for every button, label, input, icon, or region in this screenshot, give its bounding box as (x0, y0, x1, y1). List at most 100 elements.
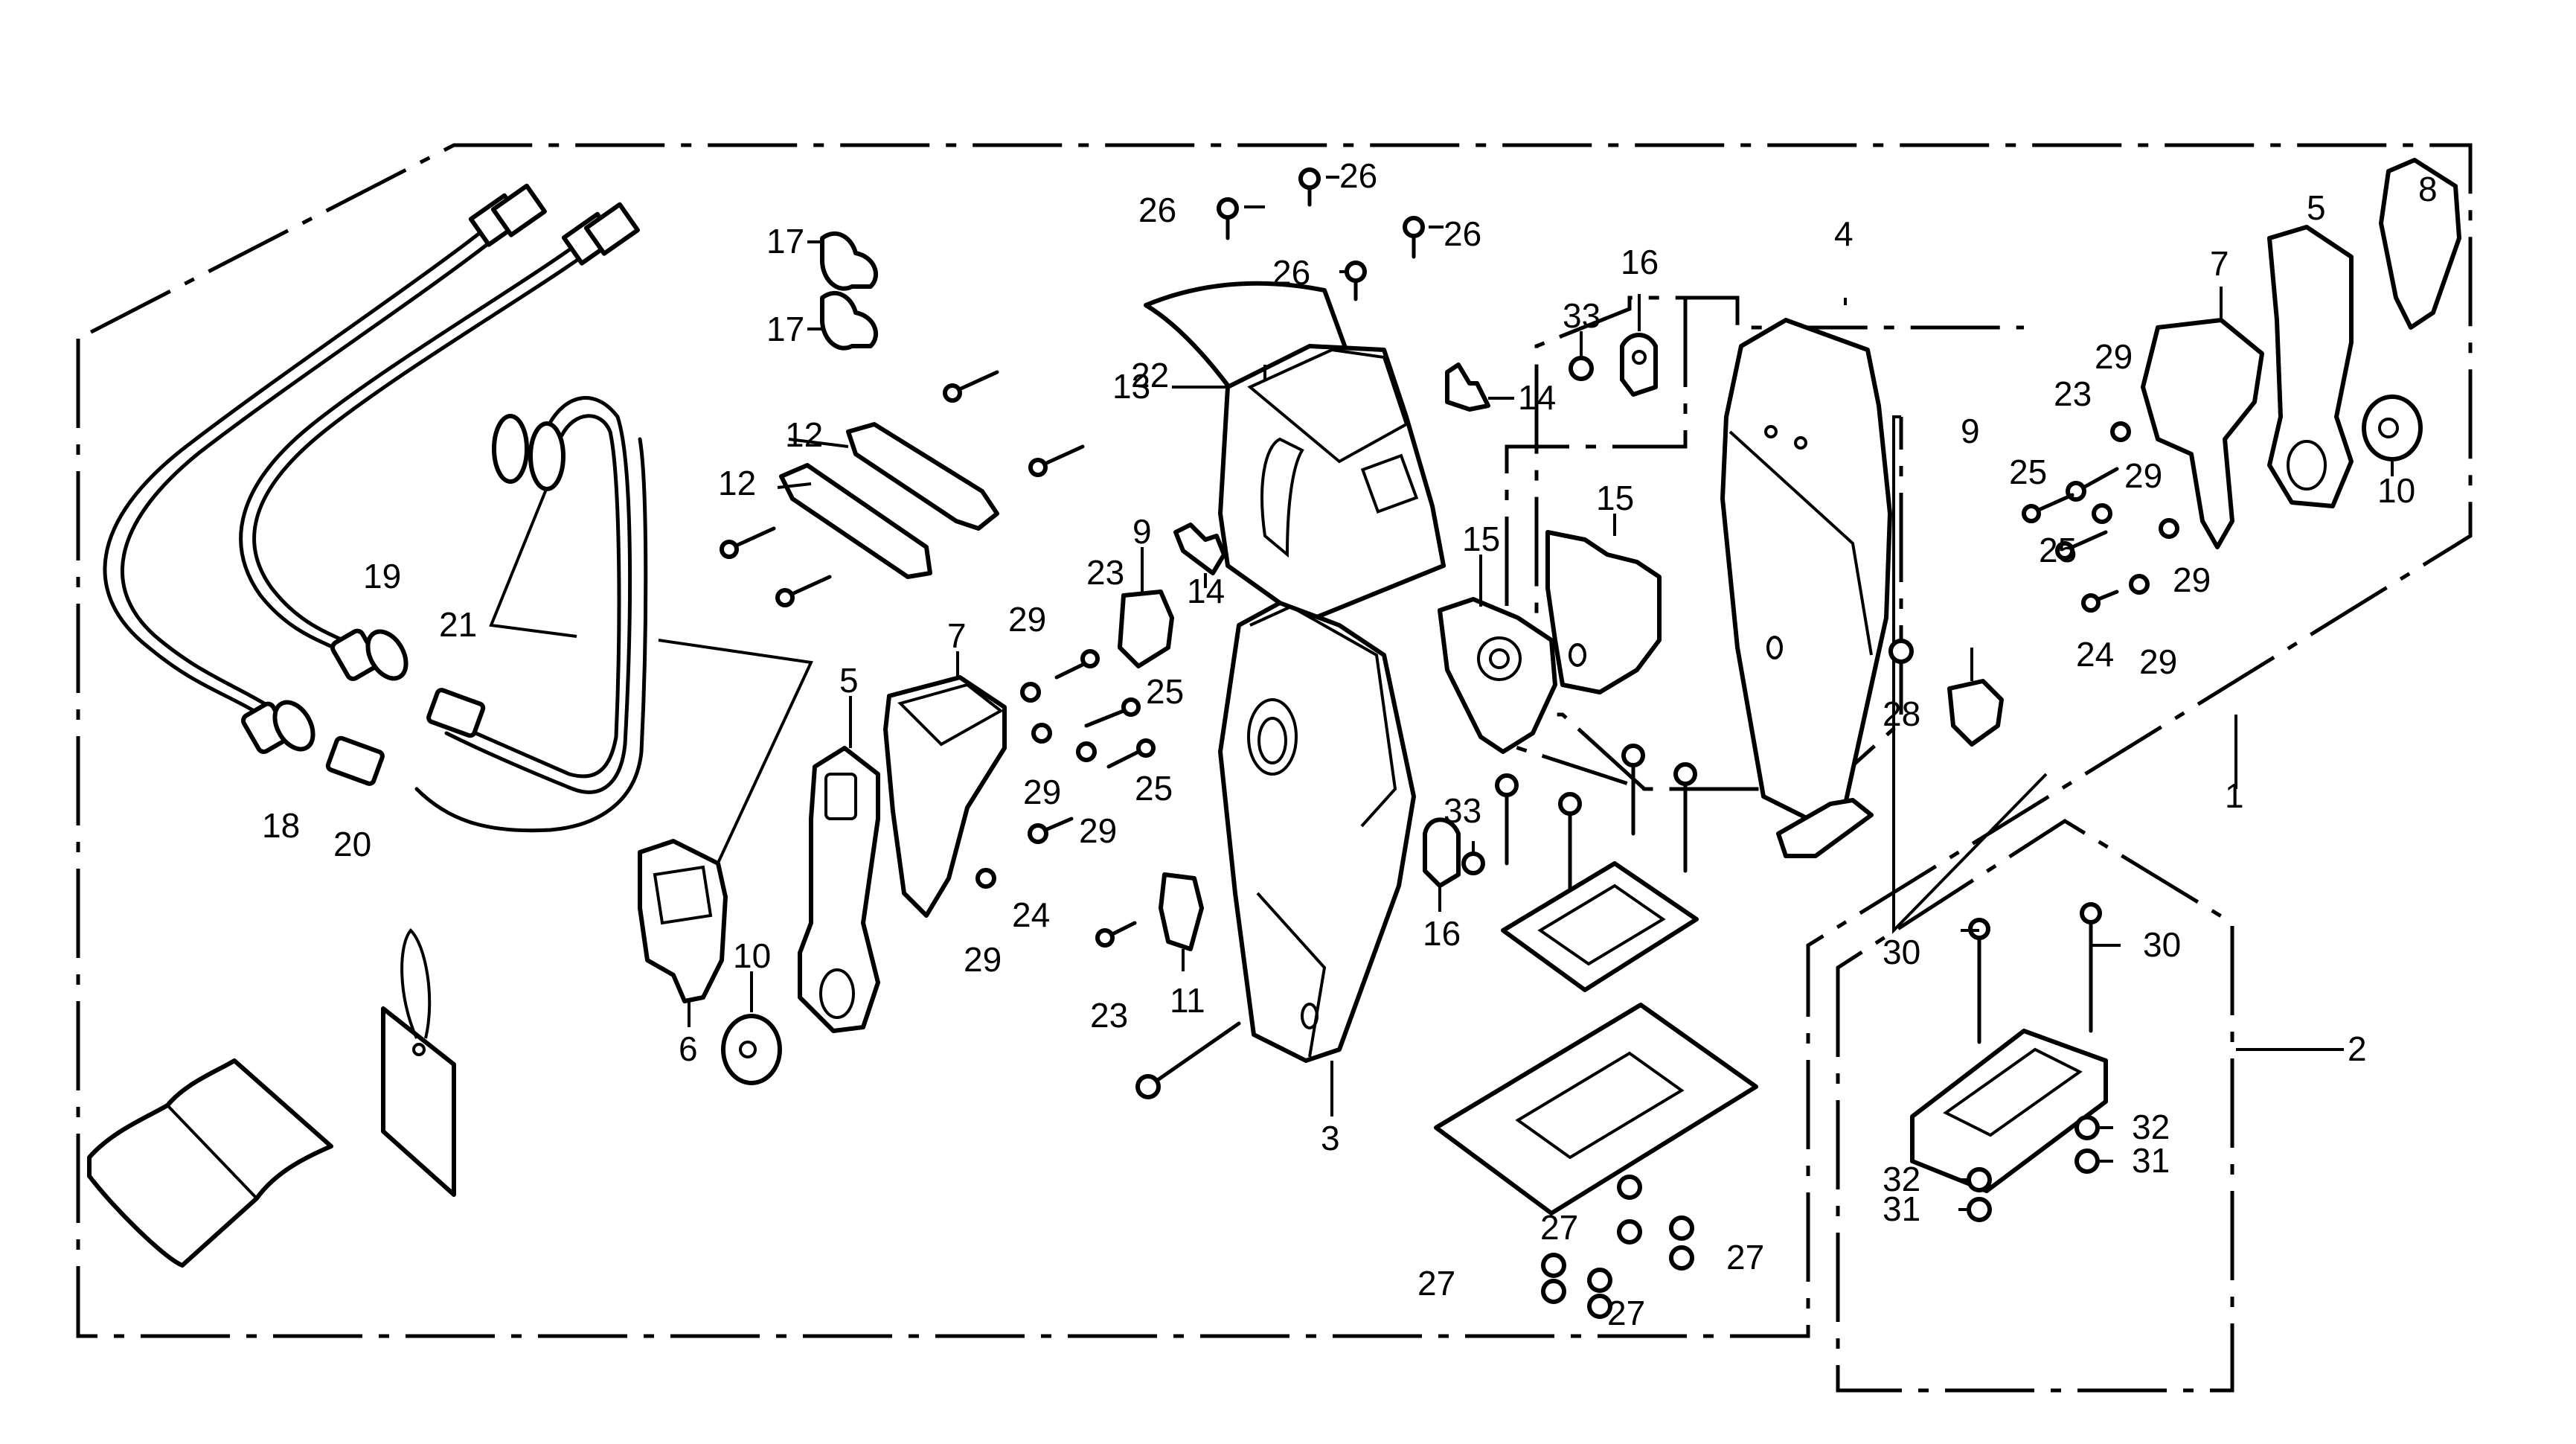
label-25c: 25 (2009, 453, 2047, 491)
label-26a: 26 (1138, 191, 1176, 229)
label-12a: 12 (785, 415, 823, 454)
owners-manual-book (87, 1058, 333, 1268)
label-23a: 23 (1086, 553, 1124, 592)
cable-bracket-plate (1776, 798, 1874, 858)
control-box-case-4 (1720, 318, 1892, 821)
cable-clamp-17a (820, 231, 879, 291)
label-7b: 7 (2210, 244, 2229, 283)
label-5b: 5 (2307, 188, 2326, 227)
hang-tag (381, 928, 456, 1197)
label-4: 4 (1834, 214, 1853, 253)
label-29f: 29 (2124, 456, 2162, 495)
right-fasteners (2022, 421, 2179, 613)
label-29e: 29 (2095, 337, 2133, 376)
label-17a: 17 (766, 222, 804, 261)
label-2: 2 (2348, 1029, 2367, 1068)
label-27d: 27 (1607, 1294, 1645, 1332)
leader-lines (688, 176, 2394, 1211)
gasket-15b (1438, 597, 1557, 754)
label-27a: 27 (1540, 1208, 1578, 1247)
label-26c: 26 (1444, 214, 1481, 253)
cable-end-16a (1620, 333, 1658, 397)
label-8: 8 (2418, 170, 2438, 208)
lever-arm-5b (2267, 225, 2354, 508)
label-20: 20 (333, 825, 371, 863)
label-14a: 14 (1518, 378, 1556, 417)
washer-33a (1569, 356, 1594, 381)
spacer-block (1910, 1029, 2108, 1193)
base-gasket (1434, 1003, 1758, 1215)
grommet-9a (1118, 590, 1174, 668)
connector-18 (241, 700, 315, 754)
label-13: 13 (1112, 367, 1150, 406)
label-6: 6 (679, 1029, 698, 1068)
clip-11 (1159, 872, 1204, 951)
cable-bracket-12a (846, 422, 999, 531)
cable-end-16b (1423, 817, 1461, 888)
bushing-10b (2362, 394, 2423, 461)
spacer-kit-boundary (1836, 819, 2234, 1393)
label-22: 22 (1131, 356, 1169, 394)
label-28: 28 (1883, 694, 1920, 733)
label-11: 11 (1170, 981, 1205, 1020)
label-25a: 25 (1146, 672, 1184, 711)
label-23b: 23 (1090, 996, 1128, 1035)
label-14b: 14 (1187, 572, 1225, 610)
label-1: 1 (2225, 776, 2244, 815)
gasket-15a (1545, 530, 1662, 694)
right-case-boundary (1505, 298, 1903, 791)
label-32b: 32 (1883, 1160, 1920, 1198)
label-5a: 5 (839, 661, 859, 700)
label-18: 18 (262, 806, 300, 845)
label-16a: 16 (1621, 243, 1659, 281)
grommet-9b (1947, 679, 2004, 747)
cable-clamp-17b (820, 291, 879, 351)
label-30b: 30 (2143, 925, 2181, 964)
label-26d: 26 (1272, 253, 1310, 292)
lever-cover-7b (2141, 318, 2264, 549)
connector-19 (330, 628, 408, 681)
bolts-30 (1968, 902, 2102, 1044)
label-21: 21 (439, 605, 477, 644)
screws-26 (1217, 167, 1425, 301)
cable-bracket-12b (779, 463, 932, 579)
label-26b: 26 (1339, 156, 1377, 195)
label-16b: 16 (1423, 914, 1461, 953)
washer-33b (1461, 852, 1485, 875)
label-19: 19 (363, 557, 401, 595)
case-group-boundary (1534, 295, 2024, 790)
label-32a: 32 (2132, 1108, 2170, 1146)
label-29h: 29 (2139, 642, 2177, 681)
control-box-case-3 (1218, 601, 1416, 1063)
lever-grip-8 (2379, 158, 2461, 330)
label-25b: 25 (1135, 769, 1173, 808)
top-cover-13 (1218, 344, 1446, 624)
mounting-plate (1501, 861, 1699, 992)
label-30a: 30 (1883, 933, 1920, 971)
connector-20 (325, 735, 385, 786)
washer-28 (1888, 639, 1914, 664)
label-29c: 29 (1079, 811, 1117, 850)
label-29g: 29 (2173, 560, 2211, 599)
label-7a: 7 (947, 616, 967, 655)
center-fasteners (975, 649, 1156, 948)
lever-arm-5a (798, 746, 880, 1033)
label-33a: 33 (1563, 296, 1601, 335)
label-12b: 12 (718, 464, 756, 502)
callout-labels: 1 2 3 4 5 5 6 7 7 8 9 9 10 10 11 12 12 1… (262, 156, 2438, 1332)
label-10a: 10 (733, 936, 771, 975)
label-31b: 31 (1883, 1189, 1920, 1228)
connector-21 (426, 688, 486, 738)
lever-cover-7a (883, 675, 1007, 918)
label-33b: 33 (1444, 791, 1481, 830)
label-29a: 29 (1008, 600, 1046, 639)
label-23c: 23 (2054, 374, 2092, 413)
lever-grip-6 (638, 839, 728, 1003)
right-lever-group-boundary (1892, 415, 2048, 934)
label-29d: 29 (964, 940, 1002, 979)
long-bolt (1135, 1021, 1241, 1099)
bushing-10a (721, 1014, 782, 1085)
label-27b: 27 (1726, 1238, 1764, 1277)
clip-14b (1173, 523, 1226, 575)
